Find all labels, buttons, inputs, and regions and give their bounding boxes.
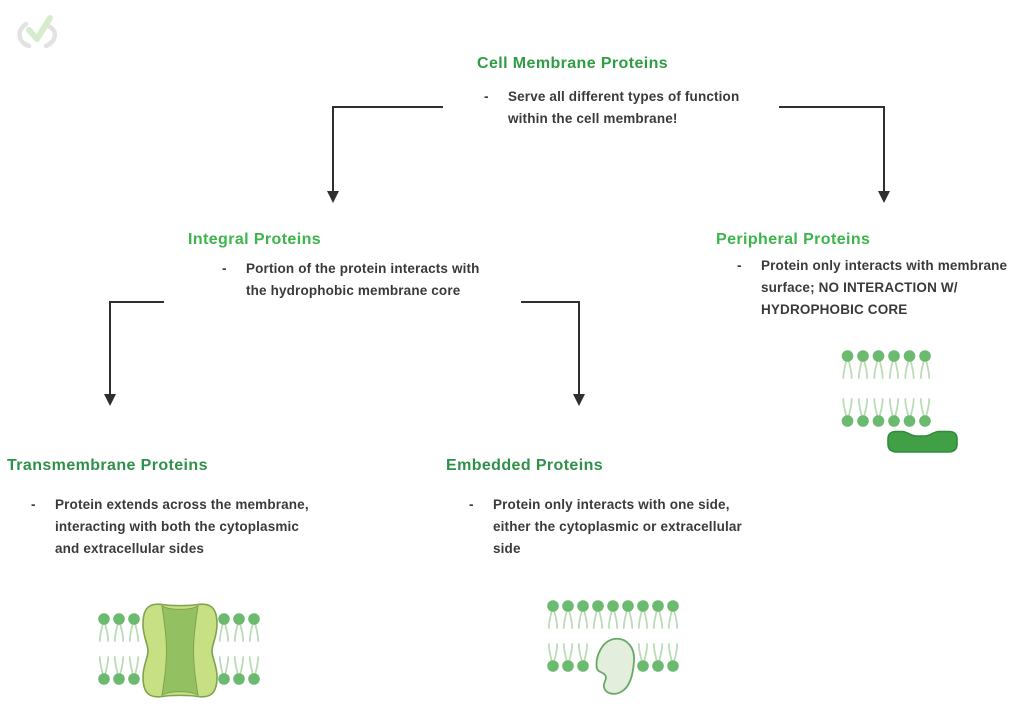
bullet-line: either the cytoplasmic or extracellular <box>493 519 742 534</box>
bullet-line: side <box>493 541 521 556</box>
bullet-marker: - <box>469 497 474 512</box>
edge-integral-to-embedded <box>521 301 580 395</box>
bullet-line: HYDROPHOBIC CORE <box>761 302 908 317</box>
bullet-line: interacting with both the cytoplasmic <box>55 519 300 534</box>
bullet-line: the hydrophobic membrane core <box>246 283 461 298</box>
edge-root-to-peripheral <box>779 106 885 192</box>
logo-swoosh-left <box>17 21 32 49</box>
edge-integral-to-transmembrane <box>109 301 164 395</box>
logo-check-icon <box>26 15 53 42</box>
node-bullet-root: - Serve all different types of function … <box>484 86 739 130</box>
bullet-marker: - <box>737 258 742 273</box>
node-bullet-embedded: - Protein only interacts with one side, … <box>469 494 742 560</box>
arrowhead-peripheral <box>878 191 890 203</box>
edge-root-to-integral <box>332 106 443 192</box>
transmembrane-protein-illustration <box>97 603 261 698</box>
node-title-embedded-proteins: Embedded Proteins <box>446 457 604 474</box>
node-bullet-integral: - Portion of the protein interacts with … <box>222 258 480 302</box>
arrowhead-integral <box>327 191 339 203</box>
node-bullet-peripheral: - Protein only interacts with membrane s… <box>737 255 1007 321</box>
bullet-line: Protein only interacts with membrane <box>761 258 1008 273</box>
peripheral-protein-shape <box>887 430 958 453</box>
node-title-transmembrane-proteins: Transmembrane Proteins <box>7 457 208 474</box>
bullet-marker: - <box>222 261 227 276</box>
bullet-line: Portion of the protein interacts with <box>246 261 480 276</box>
embedded-protein-shape <box>595 637 635 695</box>
logo-swoosh-right <box>43 23 58 49</box>
arrowhead-transmembrane <box>104 394 116 406</box>
lipid-bilayer <box>840 349 932 428</box>
node-title-cell-membrane-proteins: Cell Membrane Proteins <box>477 55 669 72</box>
node-title-integral-proteins: Integral Proteins <box>188 231 322 248</box>
channel-protein-inner-shape <box>161 605 199 696</box>
checkmark-logo <box>17 15 58 49</box>
embedded-protein-illustration <box>546 599 680 695</box>
bullet-line: surface; NO INTERACTION W/ <box>761 280 958 295</box>
arrowhead-embedded <box>573 394 585 406</box>
node-title-peripheral-proteins: Peripheral Proteins <box>716 231 871 248</box>
bullet-marker: - <box>484 89 489 104</box>
bullet-line: and extracellular sides <box>55 541 205 556</box>
bullet-marker: - <box>31 497 36 512</box>
bullet-line: within the cell membrane! <box>508 111 678 126</box>
peripheral-protein-illustration <box>840 349 958 453</box>
bullet-line: Serve all different types of function <box>508 89 740 104</box>
bullet-line: Protein only interacts with one side, <box>493 497 730 512</box>
node-bullet-transmembrane: - Protein extends across the membrane, i… <box>31 494 309 560</box>
bullet-line: Protein extends across the membrane, <box>55 497 309 512</box>
